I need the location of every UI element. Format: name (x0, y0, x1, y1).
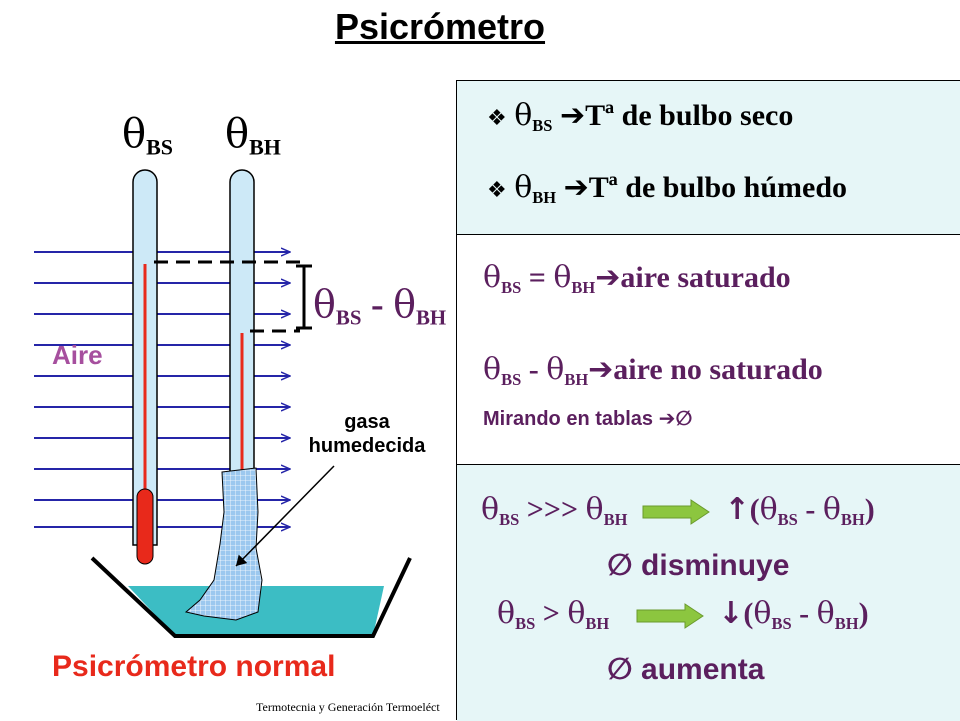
empty-set-icon: ∅ (675, 406, 693, 430)
difference-label: θBS - θBH (313, 282, 447, 330)
empty-set-icon: ∅ (607, 548, 633, 583)
decreases-text: ∅ disminuye (607, 548, 790, 583)
wet-bulb-thermometer (229, 169, 255, 481)
basin-outline (90, 556, 412, 638)
tables-note: Mirando en tablas ➔∅ (483, 406, 693, 430)
difference-bracket (296, 264, 312, 330)
bullet-icon: ❖ (487, 106, 507, 131)
definition-dry-bulb: ❖ θBS ➔Tª de bulbo seco (487, 98, 794, 135)
empty-set-icon: ∅ (607, 652, 633, 687)
dry-bulb-label: θBS (122, 111, 174, 160)
gasa-pointer (235, 465, 335, 567)
saturated-rule: θBS = θBH➔aire saturado (483, 260, 791, 297)
diagram-caption: Psicrómetro normal (52, 650, 336, 683)
greater-rule: θBS > θBH ↓(θBS - θBH) (497, 596, 869, 633)
down-arrow-icon: ↓ (718, 596, 744, 631)
comparison-box (457, 464, 960, 721)
arrow-right-icon: ➔ (658, 406, 676, 430)
much-greater-rule: θBS >>> θBH ↑(θBS - θBH) (481, 492, 875, 529)
up-arrow-icon: ↑ (724, 492, 750, 527)
footer-text: Termotecnia y Generación Termoeléct (256, 700, 440, 714)
wet-bulb-label: θBH (225, 111, 281, 160)
psychrometer-diagram (34, 169, 412, 638)
increases-text: ∅ aumenta (607, 652, 765, 687)
bullet-icon: ❖ (487, 178, 507, 203)
green-arrow-icon (636, 603, 704, 630)
arrow-right-icon: ➔ (588, 352, 614, 387)
dry-bulb-thermometer (132, 169, 158, 565)
air-label: Aire (52, 340, 103, 370)
wet-wick (184, 467, 263, 621)
definition-wet-bulb: ❖ θBH ➔Tª de bulbo húmedo (487, 170, 848, 207)
green-arrow-icon (642, 499, 710, 526)
not-saturated-rule: θBS - θBH➔aire no saturado (483, 352, 823, 389)
arrow-right-icon: ➔ (559, 98, 586, 133)
definitions-box (457, 80, 960, 235)
arrow-right-icon: ➔ (595, 260, 621, 295)
arrow-right-icon: ➔ (563, 170, 589, 205)
page-title: Psicrómetro (334, 6, 546, 47)
explanation-panel: ❖ θBS ➔Tª de bulbo seco ❖ θBH ➔Tª de bul… (456, 80, 960, 721)
